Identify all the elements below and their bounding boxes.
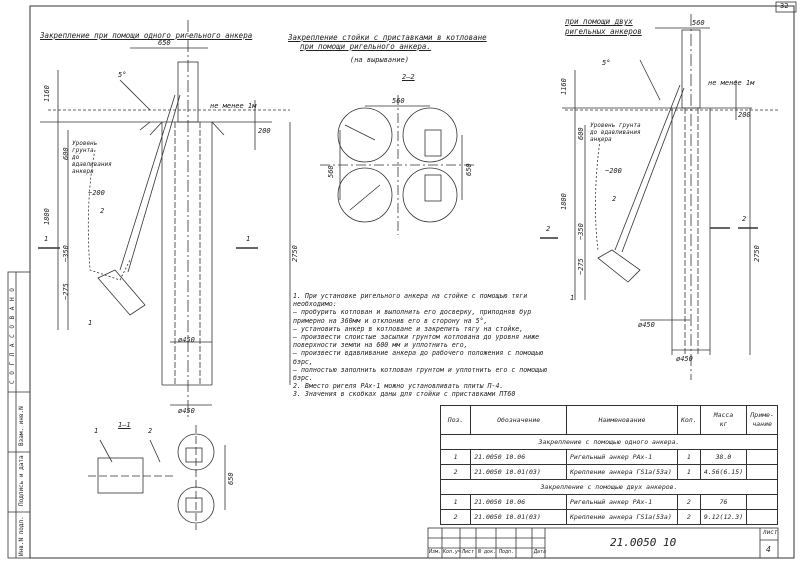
right-dim-2750: 2750	[753, 245, 761, 262]
right-callout-1: 1	[570, 294, 575, 302]
section-2-2-view	[320, 95, 475, 235]
section11-callout-1: 1	[94, 427, 99, 435]
header-note: Приме- чание	[746, 405, 778, 435]
right-dim-200-anchor: ~200	[605, 167, 622, 175]
stamp-col-data: Дата	[534, 549, 547, 555]
page-number-box	[775, 1, 797, 13]
right-pole-view	[540, 14, 780, 380]
left-dim-200-anchor: ~200	[88, 189, 105, 197]
right-dim-450-bottom: ø450	[676, 355, 693, 363]
section-1-1-view	[88, 425, 226, 530]
sheet-number: 4	[766, 545, 771, 554]
right-callout-2: 2	[612, 195, 617, 203]
strip-soglasovano: С О Г Л А С О В А Н О	[9, 287, 16, 384]
left-dim-2750: 2750	[291, 245, 299, 262]
right-dim-1800: 1800	[560, 193, 568, 210]
document-code: 21.0050 10	[610, 536, 677, 549]
right-dim-200: 200	[738, 111, 751, 119]
section-one-anchor: Закрепление с помощью одного анкера.	[440, 434, 778, 450]
strip-podpis-data: Подпись и дата	[18, 455, 25, 506]
right-dim-450: ø450	[638, 321, 655, 329]
right-dim-angle: 5°	[602, 59, 611, 67]
header-mass: Масса кг	[699, 405, 748, 435]
right-section-mark-right: 2	[742, 215, 747, 223]
table-row: 1 21.0050 10.06 Ригельный анкер РАх-1 1 …	[439, 449, 778, 465]
left-callout-2: 2	[100, 207, 105, 215]
left-section-mark: 1	[44, 235, 49, 243]
right-soil-note: Уровень грунта до вдавливания анкера	[590, 122, 641, 143]
section11-dim-650: 650	[227, 472, 235, 485]
right-dim-350: ~350	[577, 223, 585, 240]
header-name: Наименование	[566, 405, 678, 435]
table-row: 2 21.0050 10.01(03) Крепление анкера ГЅ1…	[439, 464, 778, 480]
left-stamp-strip	[7, 271, 31, 559]
middle-title-line1: Закрепление стойки с приставками в котло…	[288, 33, 487, 42]
right-title-line1: при помощи двух	[565, 17, 633, 26]
left-dim-450-bottom: ø450	[178, 407, 195, 415]
right-title-line2: ригельных анкеров	[565, 27, 642, 36]
middle-dim-560-vertical: 560	[327, 165, 335, 178]
stamp-col-izm: Изм.	[429, 549, 442, 555]
right-dim-275: ~275	[577, 258, 585, 275]
header-qty: Кол.	[676, 405, 701, 435]
right-dim-560: 560	[692, 19, 705, 27]
table-header-row: Поз. Обозначение Наименование Кол. Масса…	[439, 405, 778, 435]
left-dim-650: 650	[158, 39, 171, 47]
table-row: 1 21.0050 10.06 Ригельный анкер РАх-1 2 …	[439, 494, 778, 510]
page-number: 32	[780, 2, 789, 10]
left-dim-200: 200	[258, 127, 271, 135]
strip-inv-podl: Инв.N подл.	[18, 516, 25, 556]
left-section-mark-right: 1	[246, 235, 251, 243]
table-row: 2 21.0050 10.01(03) Крепление анкера ГЅ1…	[439, 509, 778, 525]
section-two-anchors: Закрепление с помощью двух анкеров.	[440, 479, 778, 495]
installation-notes: 1. При установке ригельного анкера на ст…	[293, 292, 548, 399]
right-dim-min1m: не менее 1м	[708, 79, 755, 87]
left-pole-view	[38, 20, 291, 420]
middle-subtitle: (на вырывание)	[350, 56, 410, 64]
left-dim-275: ~275	[62, 283, 70, 300]
left-dim-min1m: не менее 1м	[210, 102, 257, 110]
stamp-col-podp: Подп.	[499, 549, 515, 555]
sheet-label: лист	[763, 529, 778, 536]
left-dim-600: 600	[62, 147, 70, 160]
stamp-col-ndok: N док.	[478, 549, 497, 555]
header-pos: Поз.	[439, 405, 472, 435]
left-dim-450: ø450	[178, 336, 195, 344]
left-dim-1160: 1160	[43, 85, 51, 102]
right-dim-600: 600	[577, 127, 585, 140]
middle-title-line2: при помощи ригельного анкера.	[300, 42, 431, 51]
specification-table: Поз. Обозначение Наименование Кол. Масса…	[439, 405, 778, 525]
left-dim-350: ~350	[62, 245, 70, 262]
middle-dim-560: 560	[392, 97, 405, 105]
middle-dim-650-vertical: 650	[465, 163, 473, 176]
stamp-col-koluch: Кол.уч	[443, 549, 462, 555]
left-callout-1: 1	[88, 319, 93, 327]
section-1-1-label: 1–1	[118, 421, 131, 429]
left-dim-1800: 1800	[43, 208, 51, 225]
left-view-title: Закрепление при помощи одного ригельного…	[40, 31, 253, 40]
stamp-col-list: Лист	[462, 549, 475, 555]
left-soil-note: Уровень грунта до вдавливания анкера	[72, 140, 112, 175]
section11-callout-2: 2	[148, 427, 153, 435]
left-dim-angle: 5°	[118, 71, 127, 79]
title-block-lines	[427, 527, 779, 559]
section-2-2-label: 2–2	[402, 73, 415, 81]
right-dim-1160: 1160	[560, 78, 568, 95]
right-section-mark: 2	[546, 225, 551, 233]
strip-vzam-inv: Взам. инв.N	[18, 406, 25, 446]
header-designation: Обозначение	[470, 405, 567, 435]
